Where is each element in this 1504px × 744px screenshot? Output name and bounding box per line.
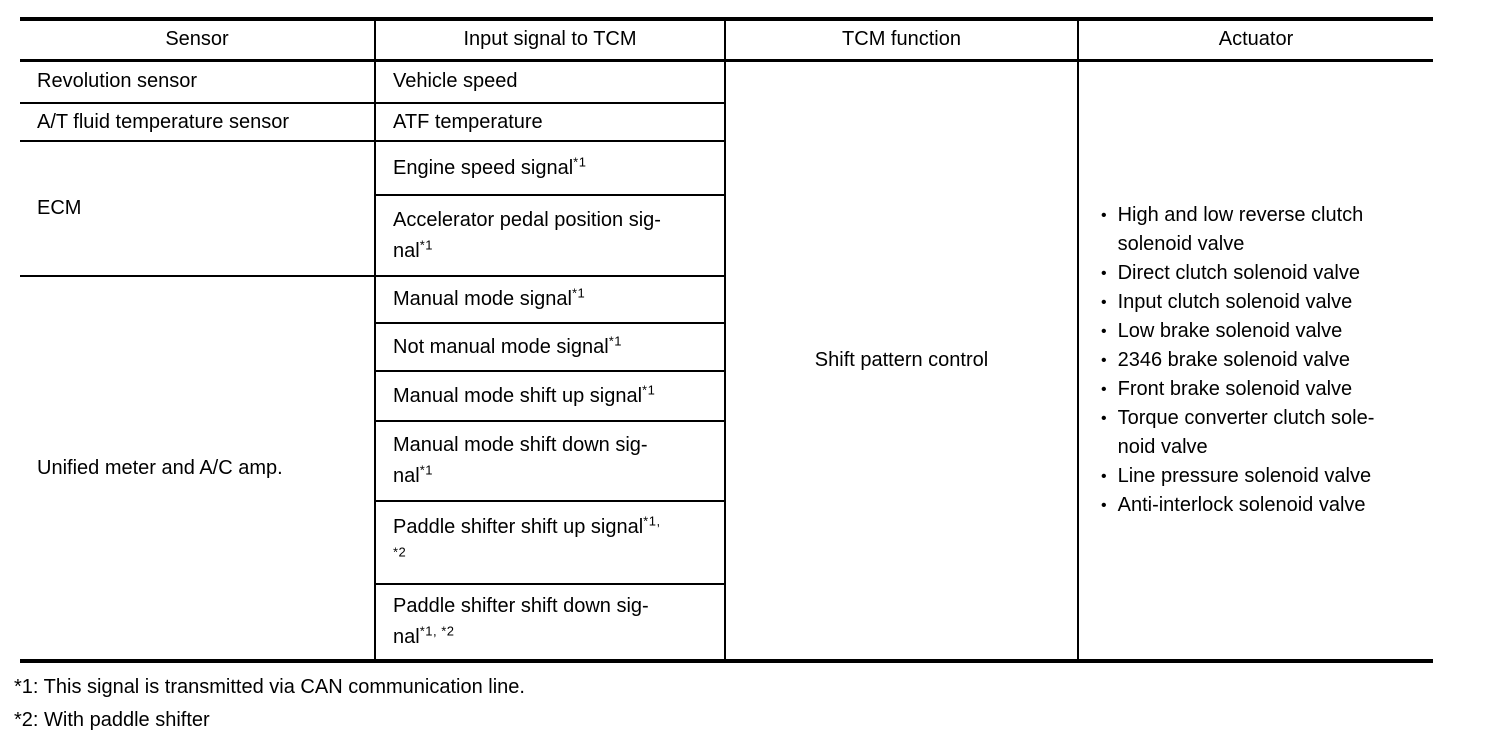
footnote-marker: *1 — [642, 381, 656, 397]
input-signal-cell: Not manual mode signal*1 — [374, 322, 725, 371]
footnote-marker: *1, *2 — [419, 623, 455, 639]
table-row: Manual mode shift down sig-nal*1 — [20, 420, 1433, 501]
sensor-cell: Revolution sensor — [37, 70, 198, 93]
table-row: Not manual mode signal*1 — [20, 322, 1433, 371]
input-signal-cell: Manual mode signal*1 — [374, 275, 725, 323]
table-row: Manual mode shift up signal*1 — [20, 370, 1433, 421]
input-signal-cell: ATF temperature — [374, 102, 725, 141]
header-row: Sensor Input signal to TCM TCM function … — [20, 19, 1433, 62]
sensor-cell: Unified meter and A/C amp. — [20, 275, 375, 661]
actuator-item: • Low brake solenoid valve — [1101, 317, 1429, 346]
header-actuator: Actuator — [1077, 19, 1433, 62]
input-signal-cell: Vehicle speed — [374, 60, 725, 103]
sensor-cell: ECM — [20, 140, 375, 276]
sensor-cell: A/T fluid temperature sensor — [20, 102, 375, 141]
table-row: Accelerator pedal position sig-nal*1 — [20, 194, 1433, 276]
actuator-item: • Front brake solenoid valve — [1101, 375, 1429, 404]
bullet-icon: • — [1101, 351, 1107, 369]
bullet-icon: • — [1101, 467, 1107, 485]
footnote-marker: *1, — [643, 512, 661, 528]
input-signal-cell: Paddle shifter shift down sig-nal*1, *2 — [374, 583, 725, 661]
bullet-icon: • — [1101, 322, 1107, 340]
input-signal-cell: Manual mode shift up signal*1 — [374, 370, 725, 421]
input-signal-cell: Accelerator pedal position sig-nal*1 — [374, 194, 725, 276]
footnotes: *1: This signal is transmitted via CAN c… — [14, 671, 525, 737]
footnote-1: *1: This signal is transmitted via CAN c… — [14, 676, 525, 698]
footnote-2: *2: With paddle shifter — [14, 709, 210, 731]
footnote-marker: *1 — [419, 462, 433, 478]
bullet-icon: • — [1101, 409, 1107, 427]
header-sensor: Sensor — [20, 19, 375, 62]
actuator-item-text: 2346 brake solenoid valve — [1117, 348, 1350, 371]
bullet-icon: • — [1101, 380, 1107, 398]
actuator-item: • Anti-interlock solenoid valve — [1101, 491, 1429, 520]
actuator-item: • Input clutch solenoid valve — [1101, 288, 1429, 317]
footnote-marker: *1 — [573, 153, 587, 169]
footnote-marker: *1 — [572, 285, 586, 301]
table-row: Paddle shifter shift up signal*1,*2 — [20, 500, 1433, 584]
bullet-icon: • — [1101, 293, 1107, 311]
input-signal-cell: Manual mode shift down sig-nal*1 — [374, 420, 725, 501]
actuator-item: • Torque converter clutch sole-noid valve — [1101, 404, 1429, 462]
bullet-icon: • — [1101, 264, 1107, 282]
table-row: Unified meter and A/C amp.Manual mode si… — [20, 275, 1433, 661]
actuator-item-text: Torque converter clutch sole-noid valve — [1117, 406, 1375, 458]
actuator-item-text: Line pressure solenoid valve — [1117, 464, 1372, 487]
input-signal-cell: Engine speed signal*1 — [374, 140, 725, 195]
actuator-item-text: Front brake solenoid valve — [1117, 377, 1353, 400]
bullet-icon: • — [1101, 496, 1107, 514]
actuator-item-text: Input clutch solenoid valve — [1117, 290, 1353, 313]
actuator-item: • Direct clutch solenoid valve — [1101, 259, 1429, 288]
actuator-item-text: Low brake solenoid valve — [1117, 319, 1343, 342]
bullet-icon: • — [1101, 206, 1107, 224]
footnote-marker: *2 — [393, 543, 407, 559]
table-row: Paddle shifter shift down sig-nal*1, *2 — [20, 583, 1433, 661]
header-tcm-function: TCM function — [724, 19, 1078, 62]
actuator-item-text: Direct clutch solenoid valve — [1117, 261, 1360, 284]
tcm-io-spec-table: Sensor Input signal to TCM TCM function … — [20, 17, 1433, 663]
actuator-item: • 2346 brake solenoid valve — [1101, 346, 1429, 375]
actuator-item: • Line pressure solenoid valve — [1101, 462, 1429, 491]
input-signal-cell: Paddle shifter shift up signal*1,*2 — [374, 500, 725, 584]
footnote-marker: *1 — [608, 332, 622, 348]
actuator-item-text: Anti-interlock solenoid valve — [1117, 493, 1366, 516]
header-input-signal: Input signal to TCM — [374, 19, 725, 62]
footnote-marker: *1 — [419, 236, 433, 252]
tcm-function-cell: Shift pattern control — [724, 60, 1078, 661]
